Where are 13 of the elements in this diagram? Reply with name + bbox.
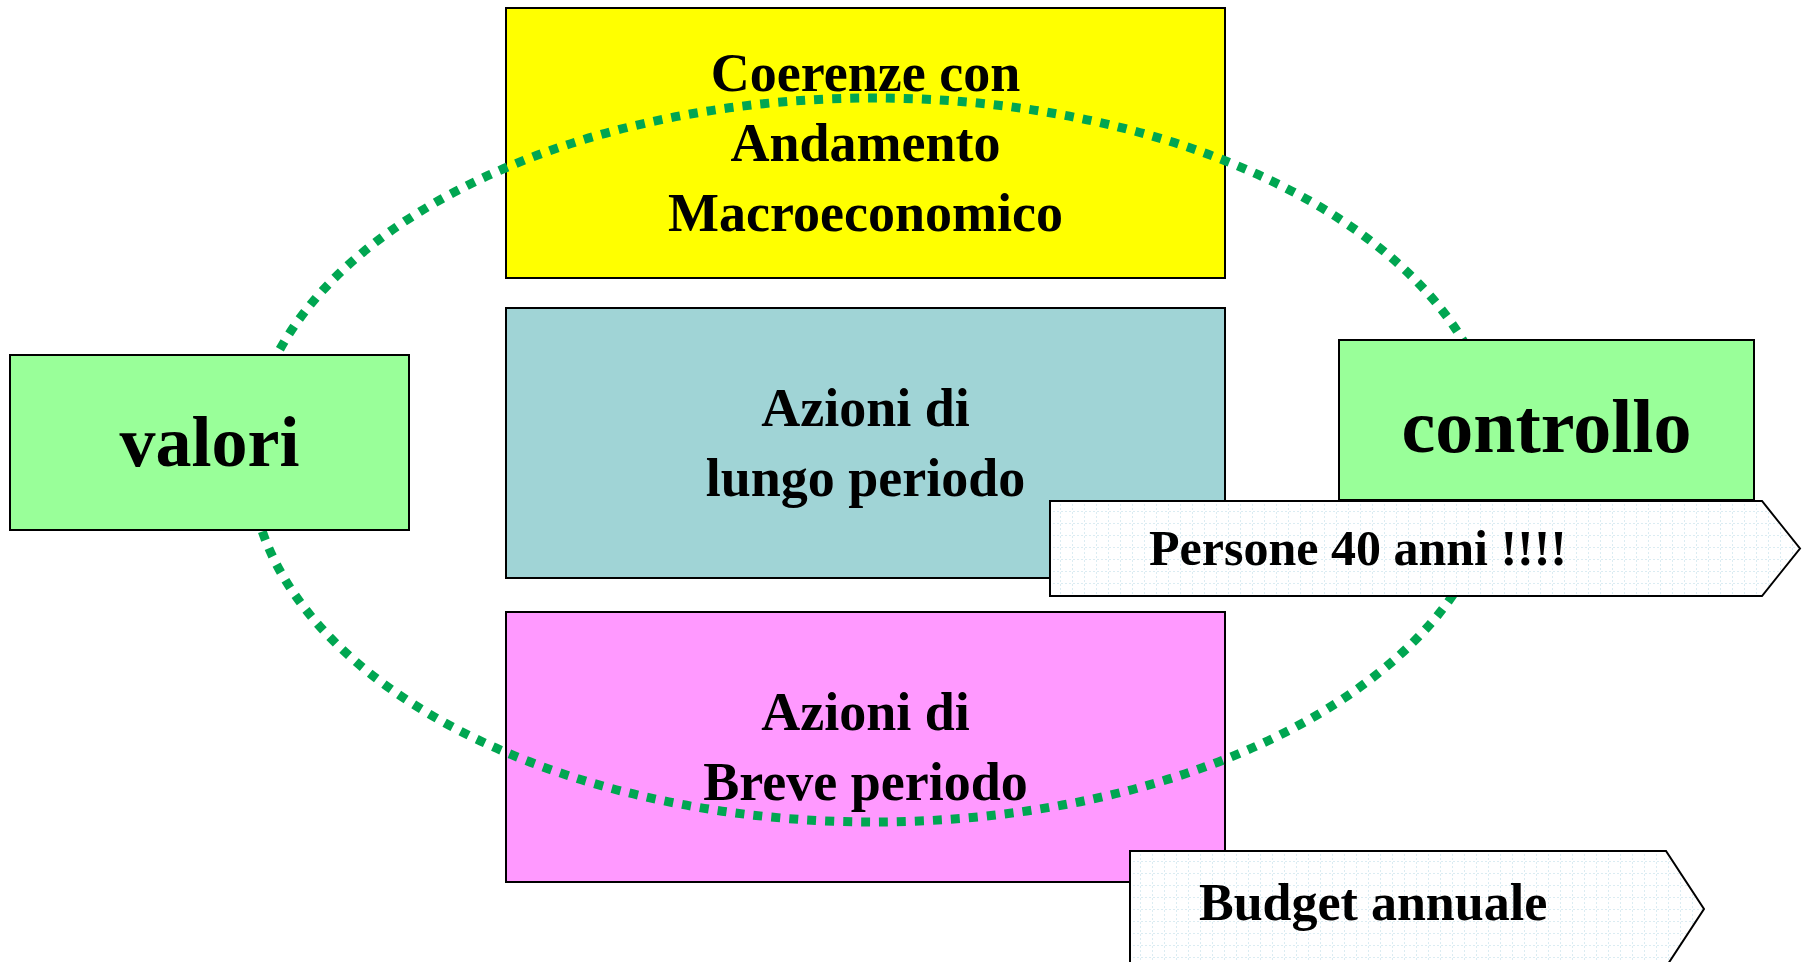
action-box [505, 611, 1226, 883]
value-box [9, 354, 410, 531]
box-label: controllo [1401, 382, 1692, 470]
control-box [1338, 339, 1755, 501]
box-label: Azioni di Breve periodo [702, 680, 1029, 814]
arrow-tag [1129, 850, 1706, 962]
box-label: Azioni di lungo periodo [704, 376, 1027, 510]
box-label: Coerenze con Andamento Macroeconomico [667, 41, 1064, 246]
tag-label: Persone 40 anni !!!! [1149, 519, 1567, 578]
box-label: valori [119, 400, 300, 484]
arrow-tag [1049, 500, 1802, 597]
tag-label: Budget annuale [1199, 873, 1548, 934]
theme-box [505, 7, 1226, 279]
